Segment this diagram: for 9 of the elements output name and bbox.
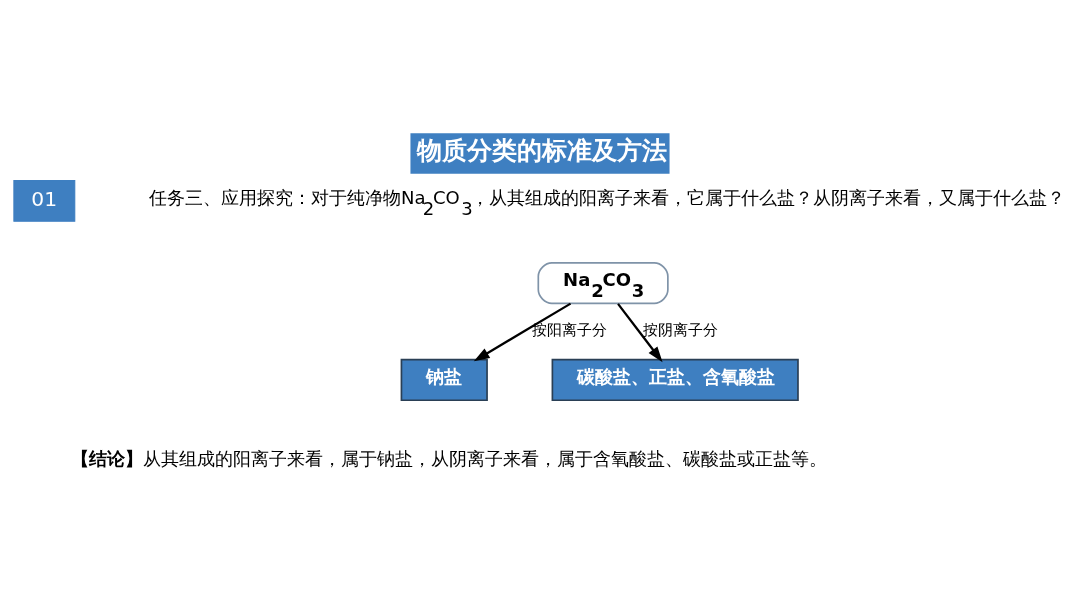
arrow [473, 302, 572, 361]
node-box: 钠盐 [400, 358, 488, 401]
label: 01 [31, 186, 58, 211]
edge-label: 按阴离子分 [642, 320, 718, 338]
edge-label: 按阳离子分 [532, 320, 608, 338]
label: 【结论】从其组成的阳离子来看，属于钠盐，从阴离子来看，属于含氧酸盐、碳酸盐或正盐等。 [70, 447, 827, 469]
node-box: 碳酸盐、正盐、含氧酸盐 [551, 358, 799, 401]
diagram-title: 物质分类的标准及方法 [417, 135, 668, 165]
arrow [617, 302, 663, 362]
